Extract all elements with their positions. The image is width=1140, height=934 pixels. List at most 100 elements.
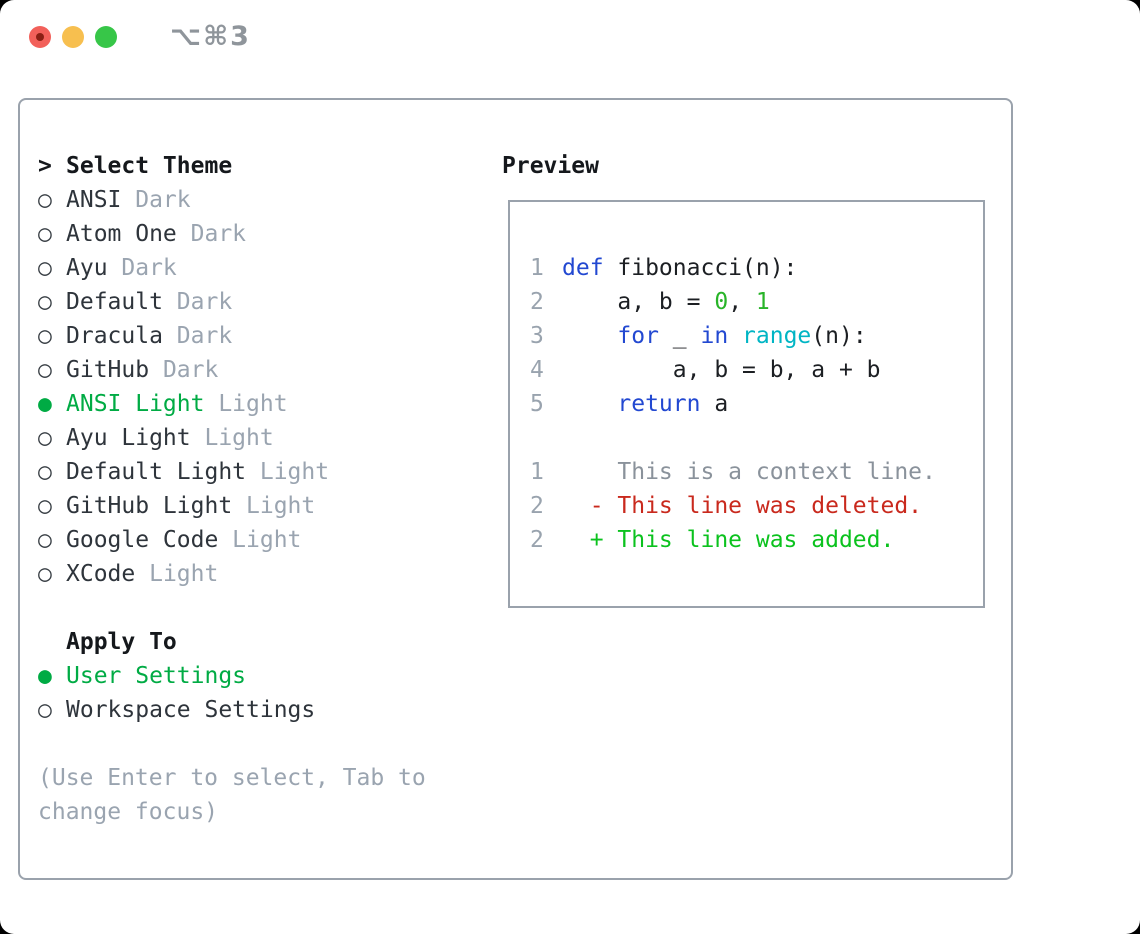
radio-icon: ○: [38, 459, 52, 485]
theme-name: Default Light: [66, 459, 247, 485]
theme-name: Ayu: [66, 255, 108, 281]
theme-variant-tag: Dark: [162, 357, 219, 383]
apply-option-label: Workspace Settings: [66, 697, 316, 723]
radio-icon: ○: [38, 255, 52, 281]
theme-variant-tag: Dark: [176, 323, 233, 349]
apply-option-workspace-settings[interactable]: ○ Workspace Settings: [38, 693, 468, 727]
theme-name: GitHub: [66, 357, 150, 383]
apply-option-user-settings[interactable]: ● User Settings: [38, 659, 468, 693]
code-text: a, b = b, a + b: [562, 353, 881, 387]
radio-icon: ○: [38, 425, 52, 451]
keyboard-hint: (Use Enter to select, Tab to change focu…: [38, 765, 426, 825]
line-number: 2: [530, 493, 544, 519]
diff-context-line: 1 This is a context line.: [530, 455, 983, 489]
minimize-button[interactable]: [62, 26, 84, 48]
theme-variant-tag: Light: [259, 459, 330, 485]
diff-deleted-line: 2 - This line was deleted.: [530, 489, 983, 523]
radio-icon: ○: [38, 323, 52, 349]
code-text: return a: [562, 387, 728, 421]
theme-name: GitHub Light: [66, 493, 233, 519]
line-number: 3: [530, 323, 544, 349]
theme-name: Atom One: [66, 221, 177, 247]
code-text: - This line was deleted.: [562, 489, 922, 523]
theme-name: Dracula: [66, 323, 163, 349]
radio-selected-icon: ●: [38, 391, 52, 417]
code-token: (n):: [811, 323, 867, 349]
code-token: 1: [755, 289, 770, 315]
theme-option-atom-one-dark[interactable]: ○ Atom One Dark: [38, 217, 468, 251]
prompt-caret-icon: >: [38, 153, 52, 179]
theme-option-github-dark[interactable]: ○ GitHub Dark: [38, 353, 468, 387]
close-button[interactable]: [29, 26, 51, 48]
theme-variant-tag: Dark: [121, 255, 177, 281]
list-gap: [38, 591, 468, 625]
radio-icon: ○: [38, 527, 52, 553]
marker-blank: [38, 625, 66, 659]
theme-option-ansi-dark[interactable]: ○ ANSI Dark: [38, 183, 468, 217]
code-token: def: [562, 255, 604, 281]
list-gap: [38, 727, 468, 761]
code-token: fibonacci(n):: [603, 255, 798, 281]
line-number: 5: [530, 391, 544, 417]
radio-icon: ○: [38, 357, 52, 383]
theme-list-header: > Select Theme: [38, 149, 468, 183]
code-token: 0: [714, 289, 729, 315]
diff-added-line: 2 + This line was added.: [530, 523, 983, 557]
code-token: [728, 323, 742, 349]
code-token: [562, 391, 617, 417]
line-number: 2: [530, 527, 544, 553]
line-number: 2: [530, 289, 544, 315]
apply-option-label: User Settings: [66, 663, 247, 689]
theme-name: ANSI: [66, 187, 122, 213]
theme-variant-tag: Dark: [135, 187, 191, 213]
apply-to-header: Apply To: [38, 625, 468, 659]
zoom-button[interactable]: [95, 26, 117, 48]
theme-option-github-light[interactable]: ○ GitHub Light Light: [38, 489, 468, 523]
diff-deleted-text: - This line was deleted.: [562, 493, 923, 519]
code-token: return: [617, 391, 701, 417]
window-shortcut-label: ⌥⌘3: [170, 21, 251, 52]
blank-line: [530, 421, 983, 455]
apply-to-title: Apply To: [66, 629, 177, 655]
theme-option-default-light[interactable]: ○ Default Light Light: [38, 455, 468, 489]
preview-title: Preview: [502, 153, 599, 179]
code-text: a, b = 0, 1: [562, 285, 770, 319]
line-number: [530, 421, 562, 455]
theme-variant-tag: Light: [218, 391, 288, 417]
code-token: a: [700, 391, 729, 417]
theme-option-default-dark[interactable]: ○ Default Dark: [38, 285, 468, 319]
theme-name: Google Code: [66, 527, 219, 553]
code-token: a, b = b, a + b: [562, 357, 881, 383]
radio-icon: ○: [38, 561, 52, 587]
code-text: def fibonacci(n):: [562, 251, 797, 285]
radio-icon: ○: [38, 289, 52, 315]
code-token: [562, 323, 617, 349]
theme-option-ayu-dark[interactable]: ○ Ayu Dark: [38, 251, 468, 285]
code-token: for: [617, 323, 659, 349]
titlebar: [29, 26, 117, 48]
theme-option-ansi-light-selected[interactable]: ● ANSI Light Light: [38, 387, 468, 421]
theme-list-title: Select Theme: [66, 153, 233, 179]
theme-name: ANSI Light: [66, 391, 205, 417]
code-line: 3 for _ in range(n):: [530, 319, 983, 353]
code-text: for _ in range(n):: [562, 319, 867, 353]
theme-option-dracula-dark[interactable]: ○ Dracula Dark: [38, 319, 468, 353]
theme-name: Default: [66, 289, 163, 315]
theme-variant-tag: Light: [232, 527, 302, 553]
radio-icon: ○: [38, 187, 52, 213]
code-token: _: [658, 323, 701, 349]
code-token: range: [742, 323, 812, 349]
theme-name: XCode: [66, 561, 136, 587]
code-token: a, b =: [562, 289, 715, 315]
code-text: This is a context line.: [562, 455, 936, 489]
theme-option-xcode-light[interactable]: ○ XCode Light: [38, 557, 468, 591]
theme-list: > Select Theme ○ ANSI Dark ○ Atom One Da…: [38, 149, 468, 829]
theme-variant-tag: Light: [246, 493, 316, 519]
line-number: 4: [530, 357, 544, 383]
radio-icon: ○: [38, 697, 52, 723]
theme-option-google-code-light[interactable]: ○ Google Code Light: [38, 523, 468, 557]
theme-option-ayu-light[interactable]: ○ Ayu Light Light: [38, 421, 468, 455]
close-dot-icon: [36, 33, 44, 41]
radio-icon: ○: [38, 221, 52, 247]
